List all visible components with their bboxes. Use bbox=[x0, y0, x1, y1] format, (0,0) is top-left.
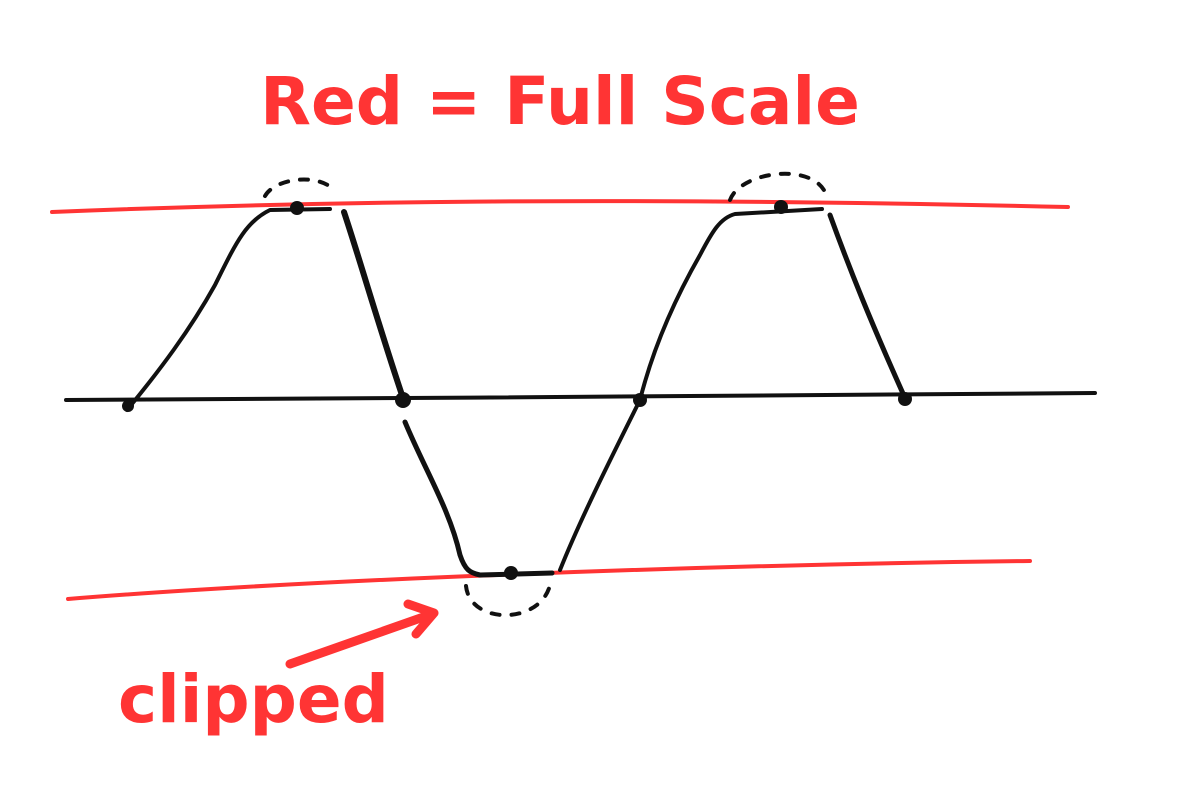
point-zero-crossing-3 bbox=[898, 392, 912, 406]
clipped-peak-outline-1 bbox=[263, 177, 338, 198]
point-peak-2 bbox=[774, 200, 788, 214]
clipped-label: clipped bbox=[118, 661, 389, 738]
point-start bbox=[122, 400, 134, 412]
point-zero-crossing-2 bbox=[633, 393, 647, 407]
diagram-title: Red = Full Scale bbox=[260, 63, 860, 140]
clipped-trough-outline bbox=[464, 583, 552, 617]
waveform-points bbox=[122, 200, 912, 580]
zero-axis-line bbox=[64, 391, 1097, 402]
arrow-icon bbox=[285, 599, 439, 669]
point-zero-crossing-1 bbox=[395, 392, 411, 408]
clipped-waveform bbox=[125, 207, 908, 578]
point-trough bbox=[504, 566, 518, 580]
point-peak-1 bbox=[290, 201, 304, 215]
upper-full-scale-line bbox=[50, 199, 1070, 214]
clipped-peak-outline-2 bbox=[728, 171, 827, 202]
